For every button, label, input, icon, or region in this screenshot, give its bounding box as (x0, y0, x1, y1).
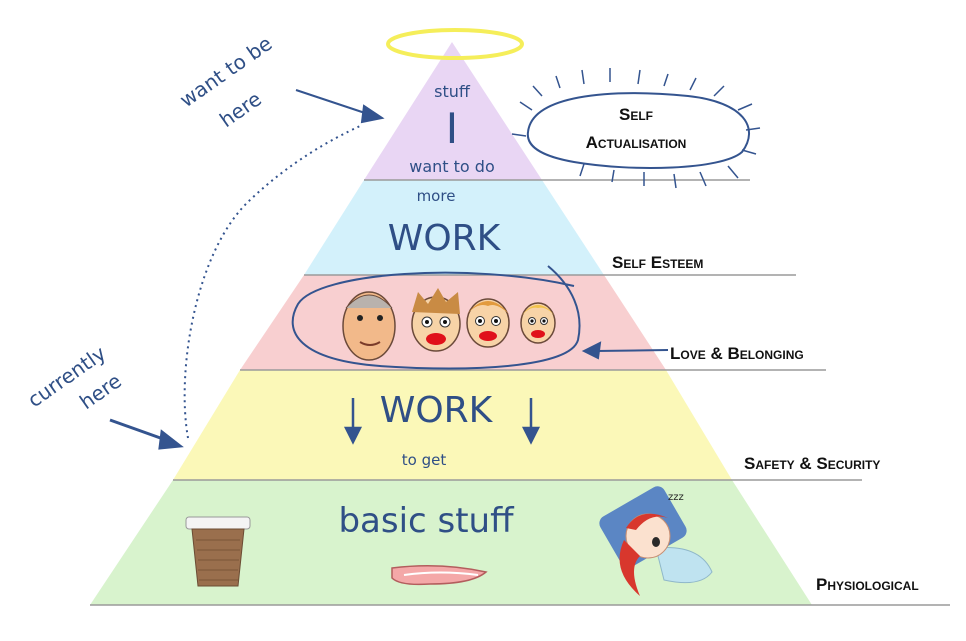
face-icon (520, 302, 556, 344)
label-self-esteem: Self Esteem (612, 253, 703, 272)
arrow-icon (581, 341, 669, 360)
physiological-text: basic stuff (338, 501, 515, 541)
safety-line2: to get (402, 451, 447, 469)
label-self-actualisation-1: Self (619, 105, 653, 124)
top-line3: want to do (409, 157, 494, 176)
tier-actualisation (364, 42, 542, 180)
halo-icon (386, 28, 524, 60)
sleeping-person-icon: zzz (599, 486, 713, 596)
down-arrow-icon (343, 398, 363, 445)
label-physiological: Physiological (816, 575, 919, 594)
arrow-icon (295, 89, 385, 124)
label-love-belonging: Love & Belonging (670, 344, 804, 363)
tier-safety (173, 370, 732, 480)
label-safety-security: Safety & Security (744, 454, 880, 473)
belonging-lasso (291, 265, 581, 370)
top-line2: I (446, 104, 458, 153)
svg-text:zzz: zzz (668, 492, 684, 503)
tier-esteem (304, 180, 604, 275)
down-arrow-icon (521, 398, 541, 445)
actualisation-cloud (526, 92, 751, 169)
sun-rays (511, 68, 761, 189)
face-icon (466, 298, 510, 348)
esteem-line1: more (417, 187, 456, 205)
coffee-cup-icon (185, 516, 251, 587)
safety-line1: WORK (380, 390, 494, 431)
face-icon (342, 291, 396, 361)
esteem-line2: WORK (388, 218, 502, 259)
annotation-want-2: here (215, 87, 266, 133)
face-icon (411, 288, 461, 352)
bacon-icon (391, 565, 488, 586)
label-self-actualisation-2: Actualisation (586, 133, 687, 152)
top-line1: stuff (434, 82, 471, 101)
arrow-icon (109, 418, 184, 450)
